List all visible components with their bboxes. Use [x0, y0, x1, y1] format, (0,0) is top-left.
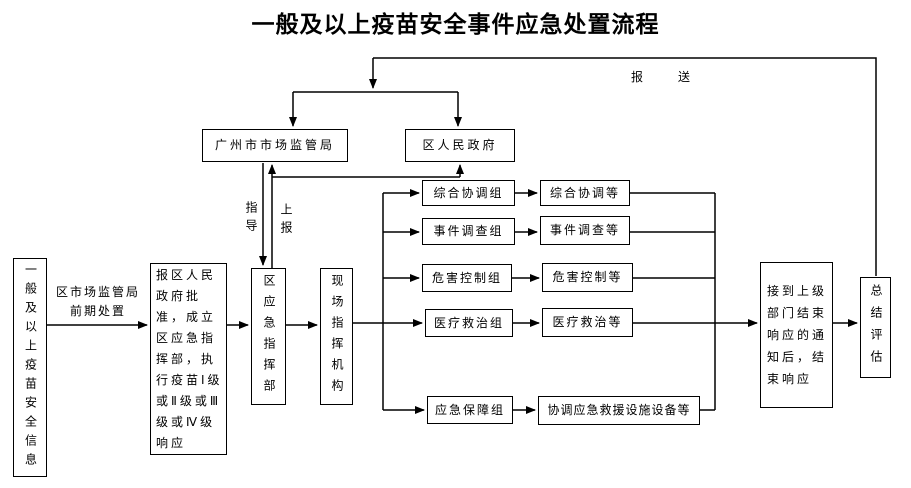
node-task-coordination: 综合协调等	[540, 180, 630, 206]
label-report-submit: 报送	[631, 70, 726, 84]
node-group-support-label: 应急保障组	[434, 402, 505, 417]
node-task-hazard-control-label: 危害控制等	[552, 270, 623, 284]
node-city-bureau: 广州市市场监管局	[202, 129, 348, 162]
label-early-disposal-line1: 区市场监管局	[55, 285, 140, 299]
node-group-hazard-control-label: 危害控制组	[431, 270, 502, 285]
node-task-coordination-label: 综合协调等	[549, 185, 620, 200]
node-summary-evaluation: 总结评估	[860, 277, 891, 378]
node-task-investigation-label: 事件调查等	[549, 223, 620, 237]
node-end-response: 接到上级部门结束响应的通知后，结束响应	[760, 262, 833, 408]
node-group-investigation-label: 事件调查组	[433, 224, 504, 238]
node-task-support: 协调应急救援设施设备等	[538, 396, 700, 425]
node-district-command: 区应急指挥部	[251, 268, 286, 405]
line-report-top	[373, 57, 877, 276]
node-district-gov-label: 区人民政府	[422, 138, 498, 152]
node-task-investigation: 事件调查等	[540, 216, 630, 245]
node-vaccine-info: 一般及以上疫苗安全信息	[13, 258, 47, 477]
node-group-medical-label: 医疗救治组	[433, 315, 504, 330]
node-scene-command-label: 现场指挥机构	[330, 273, 344, 400]
node-group-support: 应急保障组	[427, 396, 513, 424]
page-title: 一般及以上疫苗安全事件应急处置流程	[251, 11, 660, 37]
label-guidance: 指导	[244, 201, 258, 237]
label-early-disposal-line2: 前期处置	[69, 304, 126, 318]
node-district-gov: 区人民政府	[405, 129, 515, 162]
node-group-coordination-label: 综合协调组	[433, 185, 504, 200]
label-early-disposal: 区市场监管局 前期处置	[50, 283, 146, 319]
node-group-investigation: 事件调查组	[422, 218, 515, 245]
node-approve-response: 报区人民政府批准，成立区应急指挥部，执行疫苗Ⅰ级或Ⅱ级或Ⅲ级或Ⅳ级响应	[150, 263, 227, 455]
node-approve-response-label: 报区人民政府批准，成立区应急指挥部，执行疫苗Ⅰ级或Ⅱ级或Ⅲ级或Ⅳ级响应	[156, 267, 223, 450]
node-district-command-label: 区应急指挥部	[262, 273, 276, 400]
node-group-medical: 医疗救治组	[425, 309, 513, 337]
node-summary-evaluation-label: 总结评估	[869, 283, 883, 372]
label-report-up: 上报	[279, 203, 293, 239]
node-group-hazard-control: 危害控制组	[422, 264, 512, 292]
node-task-medical: 医疗救治等	[542, 308, 633, 337]
node-scene-command: 现场指挥机构	[320, 268, 353, 405]
node-vaccine-info-label: 一般及以上疫苗安全信息	[23, 263, 38, 472]
node-end-response-label: 接到上级部门结束响应的通知后，结束响应	[767, 284, 828, 386]
node-task-support-label: 协调应急救援设施设备等	[547, 403, 691, 417]
node-task-hazard-control: 危害控制等	[542, 263, 633, 292]
node-group-coordination: 综合协调组	[422, 180, 515, 206]
node-city-bureau-label: 广州市市场监管局	[214, 138, 335, 152]
node-task-medical-label: 医疗救治等	[552, 315, 623, 329]
